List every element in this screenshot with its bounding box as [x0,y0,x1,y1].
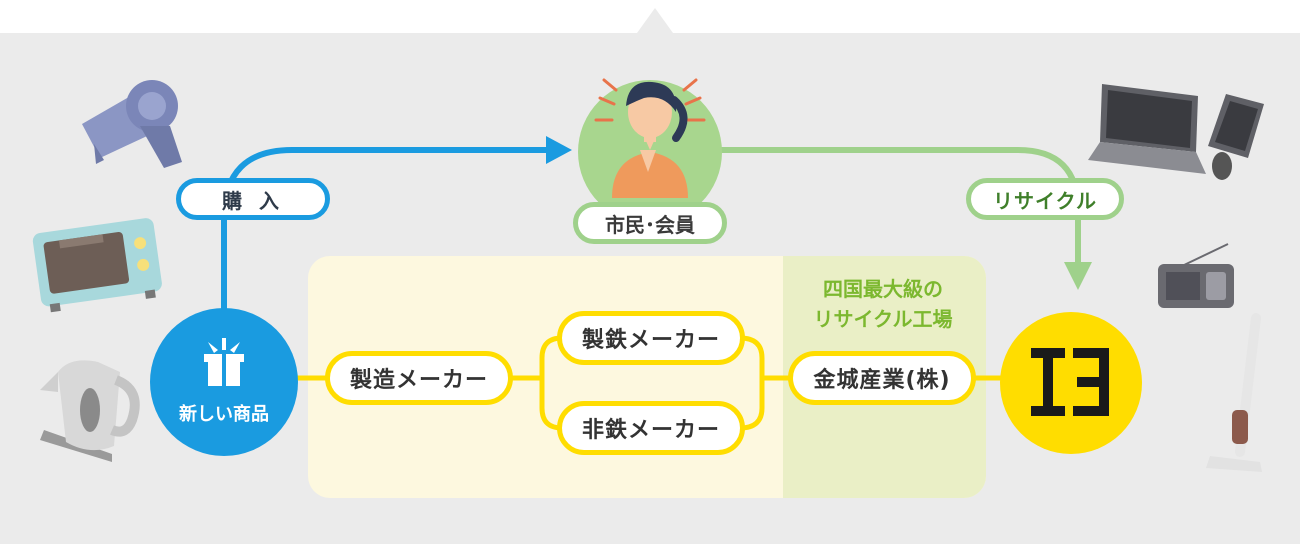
new-products-circle: 新しい商品 [150,308,298,456]
purchase-label: 購 入 [176,178,330,220]
new-products-label: 新しい商品 [150,400,298,426]
eco-logo-mark [1031,348,1111,418]
toaster-oven-icon [32,217,164,313]
recycle-label: リサイクル [966,178,1124,220]
radio-icon [1158,244,1234,308]
plant-note-line2: リサイクル工場 [783,304,983,334]
stick-vacuum-icon [1206,318,1262,472]
laptop-icon [1088,84,1206,174]
recycle-arrowhead [1064,262,1092,290]
manufacturer-node: 製造メーカー [325,351,513,405]
steel-maker-node: 製鉄メーカー [557,311,745,365]
tablet-icon [1208,94,1264,158]
nonferrous-maker-node: 非鉄メーカー [557,401,745,455]
hair-dryer-icon [82,80,182,168]
purchase-arrowhead [546,136,572,164]
top-banner-notch [0,0,1300,33]
citizen-member-label: 市民･会員 [573,202,727,244]
plant-note: 四国最大級の リサイクル工場 [783,274,983,334]
plant-note-line1: 四国最大級の [783,274,983,304]
gift-box-icon [200,338,248,390]
eco-logo-icon [1000,312,1142,454]
mouse-icon [1212,152,1232,180]
kinjo-sangyo-node: 金城産業(株) [788,351,976,405]
electric-kettle-icon [40,360,135,462]
